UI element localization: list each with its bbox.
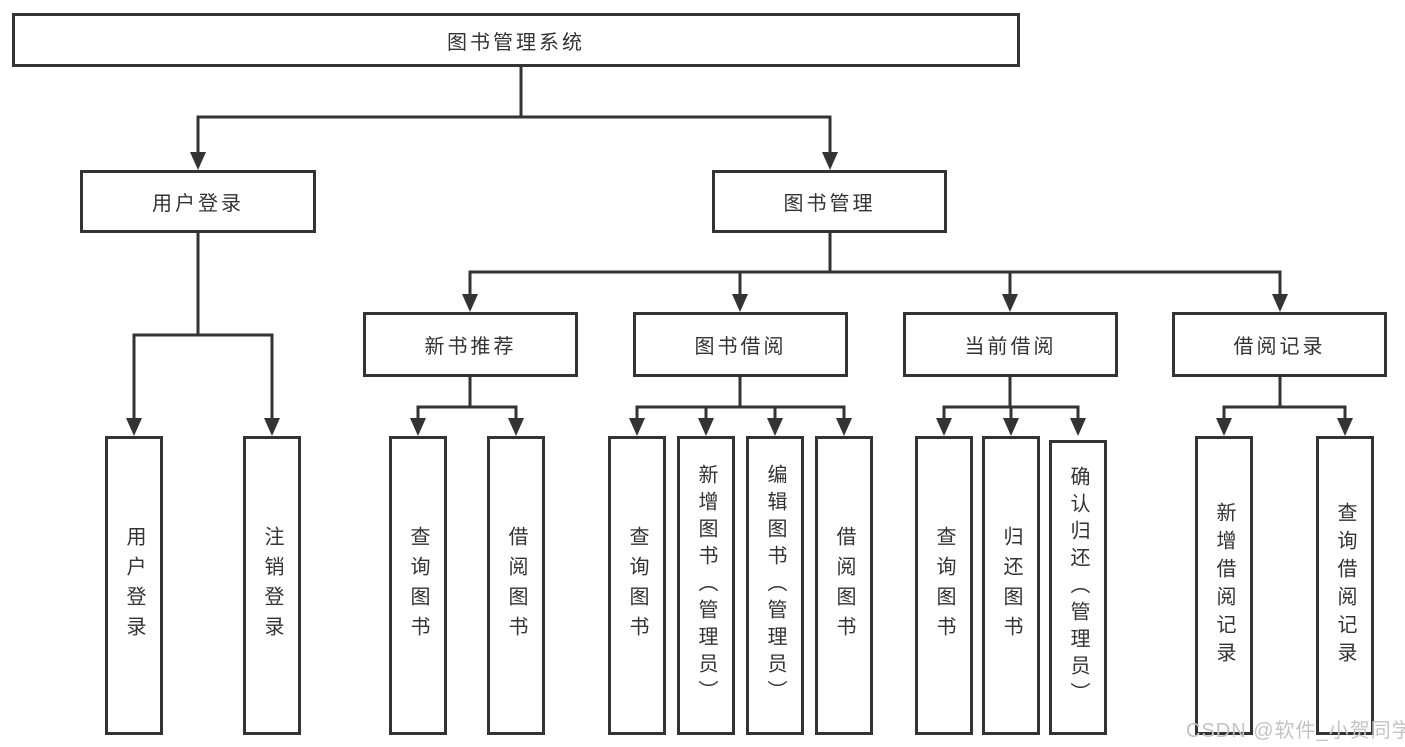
arrowhead-current-borrow [1002,294,1018,312]
leaf-borrow-query-books: 查询图书 [608,436,666,735]
leaf-current-query-books: 查询图书 [915,436,973,735]
leaf-records-add-record: 新增借阅记录 [1195,436,1253,735]
arrowhead-current-confirm [1070,418,1086,436]
arrowhead-current-query [936,418,952,436]
leaf-logout: 注销登录 [243,436,301,735]
arrowhead-borrow-edit [767,418,783,436]
leaf-borrow-add-books-admin: 新增图书（管理员） [677,436,735,735]
connector-records-split [1222,405,1347,420]
leaf-recommend-borrow-books: 借阅图书 [487,436,545,735]
node-borrow-records: 借阅记录 [1172,312,1387,377]
leaf-borrow-edit-books-admin: 编辑图书（管理员） [746,436,804,735]
leaf-current-confirm-return-admin: 确认归还（管理员） [1049,440,1107,735]
arrowhead-user-login [190,152,206,170]
leaf-current-return-books: 归还图书 [982,436,1040,735]
connector-user-login-split [132,333,274,421]
leaf-borrow-borrow-books: 借阅图书 [815,436,873,735]
arrowhead-recommend-borrow [508,418,524,436]
arrowhead-borrow-add [698,418,714,436]
arrowhead-records-query [1337,418,1353,436]
arrowhead-recommend-query [410,418,426,436]
arrowhead-current-return [1003,418,1019,436]
node-root: 图书管理系统 [12,13,1020,67]
connector-borrow-split [635,405,846,420]
arrowhead-borrow-query [629,418,645,436]
watermark-text: CSDN @软件_小贺同学 [1186,720,1405,742]
arrowhead-borrow-borrow [836,418,852,436]
node-book-management: 图书管理 [712,170,947,233]
arrowhead-new-book-recommend [462,294,478,312]
node-book-borrow: 图书借阅 [633,312,848,377]
node-user-login: 用户登录 [80,170,316,233]
arrowhead-leaf-user-login [126,418,142,436]
arrowhead-borrow-records [1272,294,1288,312]
leaf-records-query-record: 查询借阅记录 [1316,436,1374,735]
node-new-book-recommend: 新书推荐 [363,312,578,377]
leaf-user-login: 用户登录 [105,436,163,735]
connector-level3-split [468,270,1282,296]
arrowhead-leaf-logout [264,418,280,436]
arrowhead-book-borrow [732,294,748,312]
connector-root-split [196,115,832,154]
arrowhead-book-management [822,152,838,170]
leaf-recommend-query-books: 查询图书 [389,436,447,735]
connector-recommend-split [416,405,518,420]
arrowhead-records-add [1216,418,1232,436]
node-current-borrow: 当前借阅 [903,312,1118,377]
